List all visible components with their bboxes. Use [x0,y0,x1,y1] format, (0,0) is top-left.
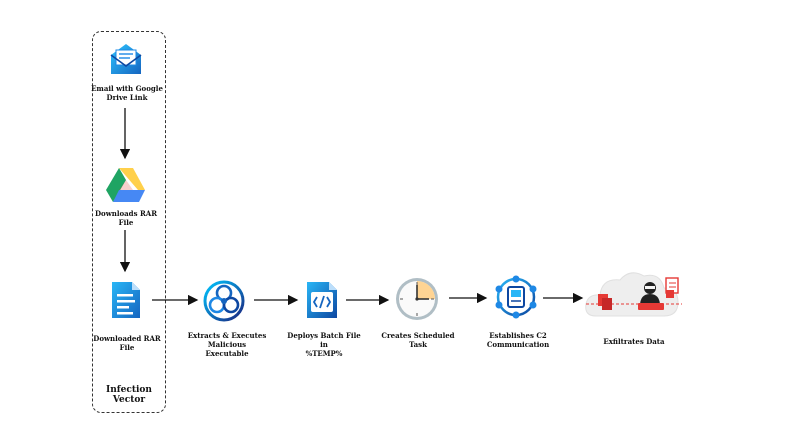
exfil-label: Exfiltrates Data [603,337,665,346]
google-drive-icon [105,166,147,208]
group-label: Infection Vector [106,385,152,405]
task-label: Creates Scheduled Task [381,331,455,349]
clock-icon [394,276,440,326]
hacker-cloud-icon [582,266,688,330]
code-file-icon [305,280,339,324]
biohazard-icon [203,280,245,326]
infection-vector-group [92,31,166,413]
exec-label: Extracts & Executes Malicious Executable [187,331,267,358]
email-label: Email with Google Drive Link [91,84,163,102]
email-icon [107,41,145,81]
drive-label: Downloads RAR File [94,209,158,227]
document-icon [110,280,142,324]
batch-label: Deploys Batch File in %TEMP% [287,331,361,358]
network-device-icon [491,273,541,325]
rar-label: Downloaded RAR File [93,334,161,352]
c2-label: Establishes C2 Communication [486,331,550,349]
